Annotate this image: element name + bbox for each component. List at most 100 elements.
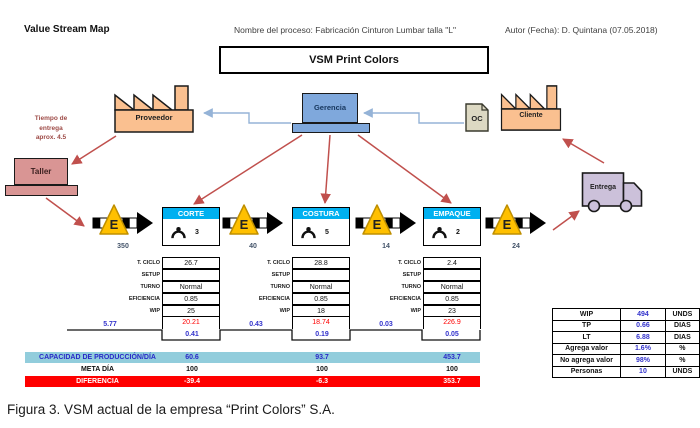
meta-row-label: META DÍA bbox=[80, 366, 115, 373]
value-wip: 23 bbox=[423, 305, 481, 317]
row-label: SETUP bbox=[141, 272, 160, 278]
summary-unit: % bbox=[664, 342, 700, 355]
value-setup bbox=[423, 269, 481, 281]
row-label: EFICIENCIA bbox=[128, 296, 160, 302]
capacity-value-empaque: 453.7 bbox=[443, 354, 461, 361]
connector-gerencia-to-proveedor bbox=[203, 108, 291, 124]
push-arrow-icon: E bbox=[355, 204, 416, 235]
value-capacidad-calc: 18.74 bbox=[292, 317, 350, 329]
push-arrow-icon: E bbox=[92, 204, 153, 235]
push-inventory-icon-1: E bbox=[92, 202, 154, 242]
arrow-gerencia-to-corte bbox=[193, 134, 303, 205]
timeline-process-value: 0.41 bbox=[185, 331, 199, 338]
table-row: TP 0.66 DIAS bbox=[551, 319, 700, 332]
timeline-wait-value: 0.43 bbox=[249, 321, 263, 328]
inventory-count: 24 bbox=[512, 243, 520, 250]
lead-time-note-line3: aprox. 4.5 bbox=[35, 134, 67, 141]
value-wip: 18 bbox=[292, 305, 350, 317]
value-t-ciclo: 2.4 bbox=[423, 257, 481, 269]
doc-type-label: Value Stream Map bbox=[24, 24, 110, 35]
push-inventory-icon-2: E bbox=[222, 202, 284, 242]
value-eficiencia: 0.85 bbox=[292, 293, 350, 305]
value-wip: 25 bbox=[162, 305, 220, 317]
summary-unit: UNDS bbox=[664, 308, 700, 321]
gerencia-label: Gerencia bbox=[313, 103, 347, 112]
inventory-symbol: E bbox=[503, 217, 512, 232]
table-row: Agrega valor 1.6% % bbox=[551, 342, 700, 355]
inventory-symbol: E bbox=[373, 217, 382, 232]
arrow-entrega-to-cliente bbox=[562, 138, 605, 164]
operator-icon bbox=[432, 226, 447, 238]
connector-oc-to-gerencia bbox=[363, 108, 464, 124]
push-inventory-icon-3: E bbox=[355, 202, 417, 242]
table-row: LT 6.88 DIAS bbox=[551, 331, 700, 344]
diferencia-value-empaque: 353.7 bbox=[443, 378, 461, 385]
summary-label: TP bbox=[551, 319, 622, 332]
inventory-triangle-icon bbox=[492, 204, 522, 235]
value-t-ciclo: 26.7 bbox=[162, 257, 220, 269]
operator-count: 3 bbox=[195, 228, 199, 236]
lead-time-note-line2: entrega bbox=[39, 124, 63, 132]
arrow-line-to-entrega bbox=[552, 210, 580, 231]
arrow-taller-to-line bbox=[45, 197, 85, 227]
capacity-value-costura: 93.7 bbox=[315, 354, 329, 361]
document-icon bbox=[465, 103, 489, 132]
value-turno: Normal bbox=[292, 281, 350, 293]
timeline-wait-value: 0.03 bbox=[379, 321, 393, 328]
diferencia-row-label: DIFERENCIA bbox=[76, 378, 119, 385]
entrega-label: Entrega bbox=[589, 184, 617, 191]
row-label: TURNO bbox=[401, 284, 421, 290]
lead-time-note: Tiempo de entrega aprox. 4.5 bbox=[18, 114, 84, 143]
row-label: T. CICLO bbox=[398, 260, 421, 266]
taller-label: Taller bbox=[30, 167, 52, 176]
process-body-empaque: 2 bbox=[423, 219, 481, 246]
inventory-triangle-icon bbox=[362, 204, 392, 235]
diferencia-value-costura: -6.3 bbox=[315, 378, 329, 385]
summary-unit: DIAS bbox=[664, 331, 700, 344]
gerencia-box: Gerencia bbox=[302, 93, 358, 123]
taller-base bbox=[5, 185, 78, 196]
summary-label: Agrega valor bbox=[551, 342, 622, 355]
push-arrow-icon: E bbox=[485, 204, 546, 235]
summary-value: 6.88 bbox=[620, 331, 666, 344]
value-setup bbox=[162, 269, 220, 281]
cliente-factory: Cliente bbox=[500, 84, 562, 132]
arrow-gerencia-to-costura bbox=[320, 134, 331, 205]
row-label: SETUP bbox=[271, 272, 290, 278]
row-label: EFICIENCIA bbox=[258, 296, 290, 302]
operator-count: 5 bbox=[325, 228, 329, 236]
process-name-label: Nombre del proceso: Fabricación Cinturon… bbox=[234, 25, 456, 35]
value-turno: Normal bbox=[162, 281, 220, 293]
proveedor-factory: Proveedor bbox=[113, 84, 195, 134]
row-label: TURNO bbox=[140, 284, 160, 290]
inventory-symbol: E bbox=[240, 217, 249, 232]
value-capacidad-calc: 20.21 bbox=[162, 317, 220, 329]
inventory-triangle-icon bbox=[229, 204, 259, 235]
taller-box: Taller bbox=[14, 158, 68, 185]
summary-value: 1.6% bbox=[620, 342, 666, 355]
timeline-process-value: 0.05 bbox=[445, 331, 459, 338]
summary-label: Personas bbox=[551, 365, 622, 378]
oc-document: OC bbox=[465, 103, 489, 132]
value-turno: Normal bbox=[423, 281, 481, 293]
timeline-process-value: 0.19 bbox=[315, 331, 329, 338]
truck-icon bbox=[581, 172, 643, 213]
process-body-corte: 3 bbox=[162, 219, 220, 246]
diferencia-row: DIFERENCIA -39.4 -6.3 353.7 bbox=[25, 376, 480, 387]
meta-row: META DÍA 100 100 100 bbox=[25, 364, 480, 375]
capacity-value-corte: 60.6 bbox=[185, 354, 199, 361]
vsm-title-box: VSM Print Colors bbox=[219, 46, 489, 74]
meta-value-corte: 100 bbox=[186, 366, 198, 373]
row-label: WIP bbox=[410, 308, 421, 314]
entrega-truck: Entrega bbox=[581, 170, 647, 214]
table-row: Personas 10 UNDS bbox=[551, 365, 700, 378]
row-label: EFICIENCIA bbox=[389, 296, 421, 302]
author-label: Autor (Fecha): D. Quintana (07.05.2018) bbox=[505, 25, 658, 35]
operator-icon bbox=[171, 226, 186, 238]
factory-icon bbox=[114, 85, 194, 133]
inventory-count: 14 bbox=[382, 243, 390, 250]
table-row: WIP 494 UNDS bbox=[551, 308, 700, 321]
summary-value: 494 bbox=[620, 308, 666, 321]
factory-icon bbox=[500, 85, 562, 131]
